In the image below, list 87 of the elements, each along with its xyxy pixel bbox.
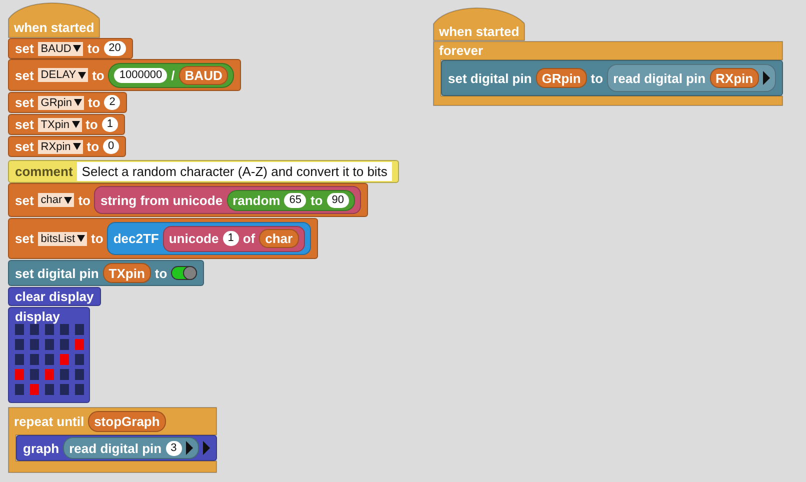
command-block	[16, 435, 217, 461]
block-label: set	[15, 41, 34, 56]
block-label: read digital pin	[613, 70, 706, 86]
variable-reporter	[259, 229, 299, 248]
variable-reporter	[536, 68, 587, 88]
command-block	[8, 218, 318, 259]
block-label: to	[590, 70, 604, 86]
variable-reporter	[102, 263, 151, 283]
block-label: graph	[23, 440, 60, 456]
number-slot: 1	[102, 117, 118, 132]
block-label: set	[15, 117, 34, 132]
block-label: to	[92, 68, 104, 82]
command-block	[8, 136, 126, 157]
variable-reporter	[178, 66, 228, 84]
block-label: random	[232, 192, 280, 208]
command-block	[8, 38, 133, 59]
block-label: set digital pin	[15, 266, 99, 280]
reporter-block	[107, 222, 311, 255]
block-label: when started	[14, 20, 94, 35]
block-label: string from unicode	[100, 192, 223, 208]
block-label: /	[171, 68, 175, 82]
reporter-block	[226, 190, 355, 210]
display-block	[8, 307, 90, 403]
number-slot: 1	[222, 231, 239, 246]
variable-dropdown: DELAY	[38, 68, 88, 82]
number-slot: 3	[166, 440, 182, 456]
block-label: to	[87, 41, 100, 56]
number-slot: 0	[103, 139, 120, 154]
command-block	[8, 92, 128, 113]
reporter-block	[607, 64, 776, 92]
block-label: to	[86, 117, 98, 132]
hat-block	[433, 5, 526, 41]
loop-block	[8, 407, 217, 473]
block-label: set	[15, 192, 34, 208]
block-label: to	[154, 266, 168, 280]
command-block	[8, 160, 400, 183]
block-label: stopGraph	[94, 414, 160, 428]
variable-dropdown: GRpin	[38, 96, 84, 110]
number-slot: 2	[104, 95, 120, 110]
block-label: set	[15, 139, 34, 154]
block-label: RXpin	[716, 70, 754, 86]
block-label: comment	[15, 164, 73, 179]
command-block	[8, 59, 242, 91]
block-label: when started	[439, 24, 520, 39]
block-label: clear display	[15, 289, 94, 304]
block-label: to	[91, 231, 104, 246]
block-label: read digital pin	[69, 440, 162, 456]
reporter-block	[162, 226, 305, 252]
block-label: set	[15, 68, 34, 82]
reporter-block	[63, 437, 199, 459]
command-block	[8, 114, 125, 135]
variable-dropdown: RXpin	[38, 140, 83, 154]
block-label: TXpin	[108, 266, 145, 280]
block-label: set	[15, 231, 34, 246]
variable-dropdown: char	[38, 193, 74, 207]
number-slot: 65	[284, 192, 306, 208]
block-label: repeat until	[14, 414, 84, 428]
command-block	[8, 260, 204, 286]
block-label: GRpin	[542, 70, 581, 86]
variable-reporter	[710, 68, 760, 88]
block-label: forever	[439, 43, 484, 58]
command-block	[8, 287, 101, 306]
block-label: unicode	[168, 231, 219, 246]
block-label: of	[242, 231, 256, 246]
hat-block	[8, 0, 100, 38]
block-label: set	[15, 95, 34, 110]
variable-dropdown: BAUD	[38, 42, 84, 56]
variable-reporter	[88, 410, 166, 432]
comment-field: Select a random character (A-Z) and convert it to bits	[76, 162, 392, 181]
block-label: to	[86, 139, 100, 154]
reporter-block	[108, 62, 234, 88]
block-label: to	[88, 95, 100, 110]
variable-dropdown: TXpin	[38, 118, 82, 132]
command-block	[8, 183, 368, 217]
block-label: set digital pin	[448, 70, 532, 86]
block-label: display	[15, 309, 60, 324]
reporter-block	[94, 186, 361, 214]
block-label: dec2TF	[113, 231, 159, 246]
number-slot: 20	[104, 41, 126, 56]
block-label: BAUD	[184, 68, 222, 82]
number-slot: 90	[326, 192, 349, 208]
command-block	[441, 60, 784, 96]
block-label: char	[265, 231, 293, 246]
number-slot: 1000000	[114, 68, 168, 82]
block-label: to	[78, 192, 90, 208]
variable-dropdown: bitsList	[38, 232, 88, 246]
block-label: to	[310, 192, 323, 208]
